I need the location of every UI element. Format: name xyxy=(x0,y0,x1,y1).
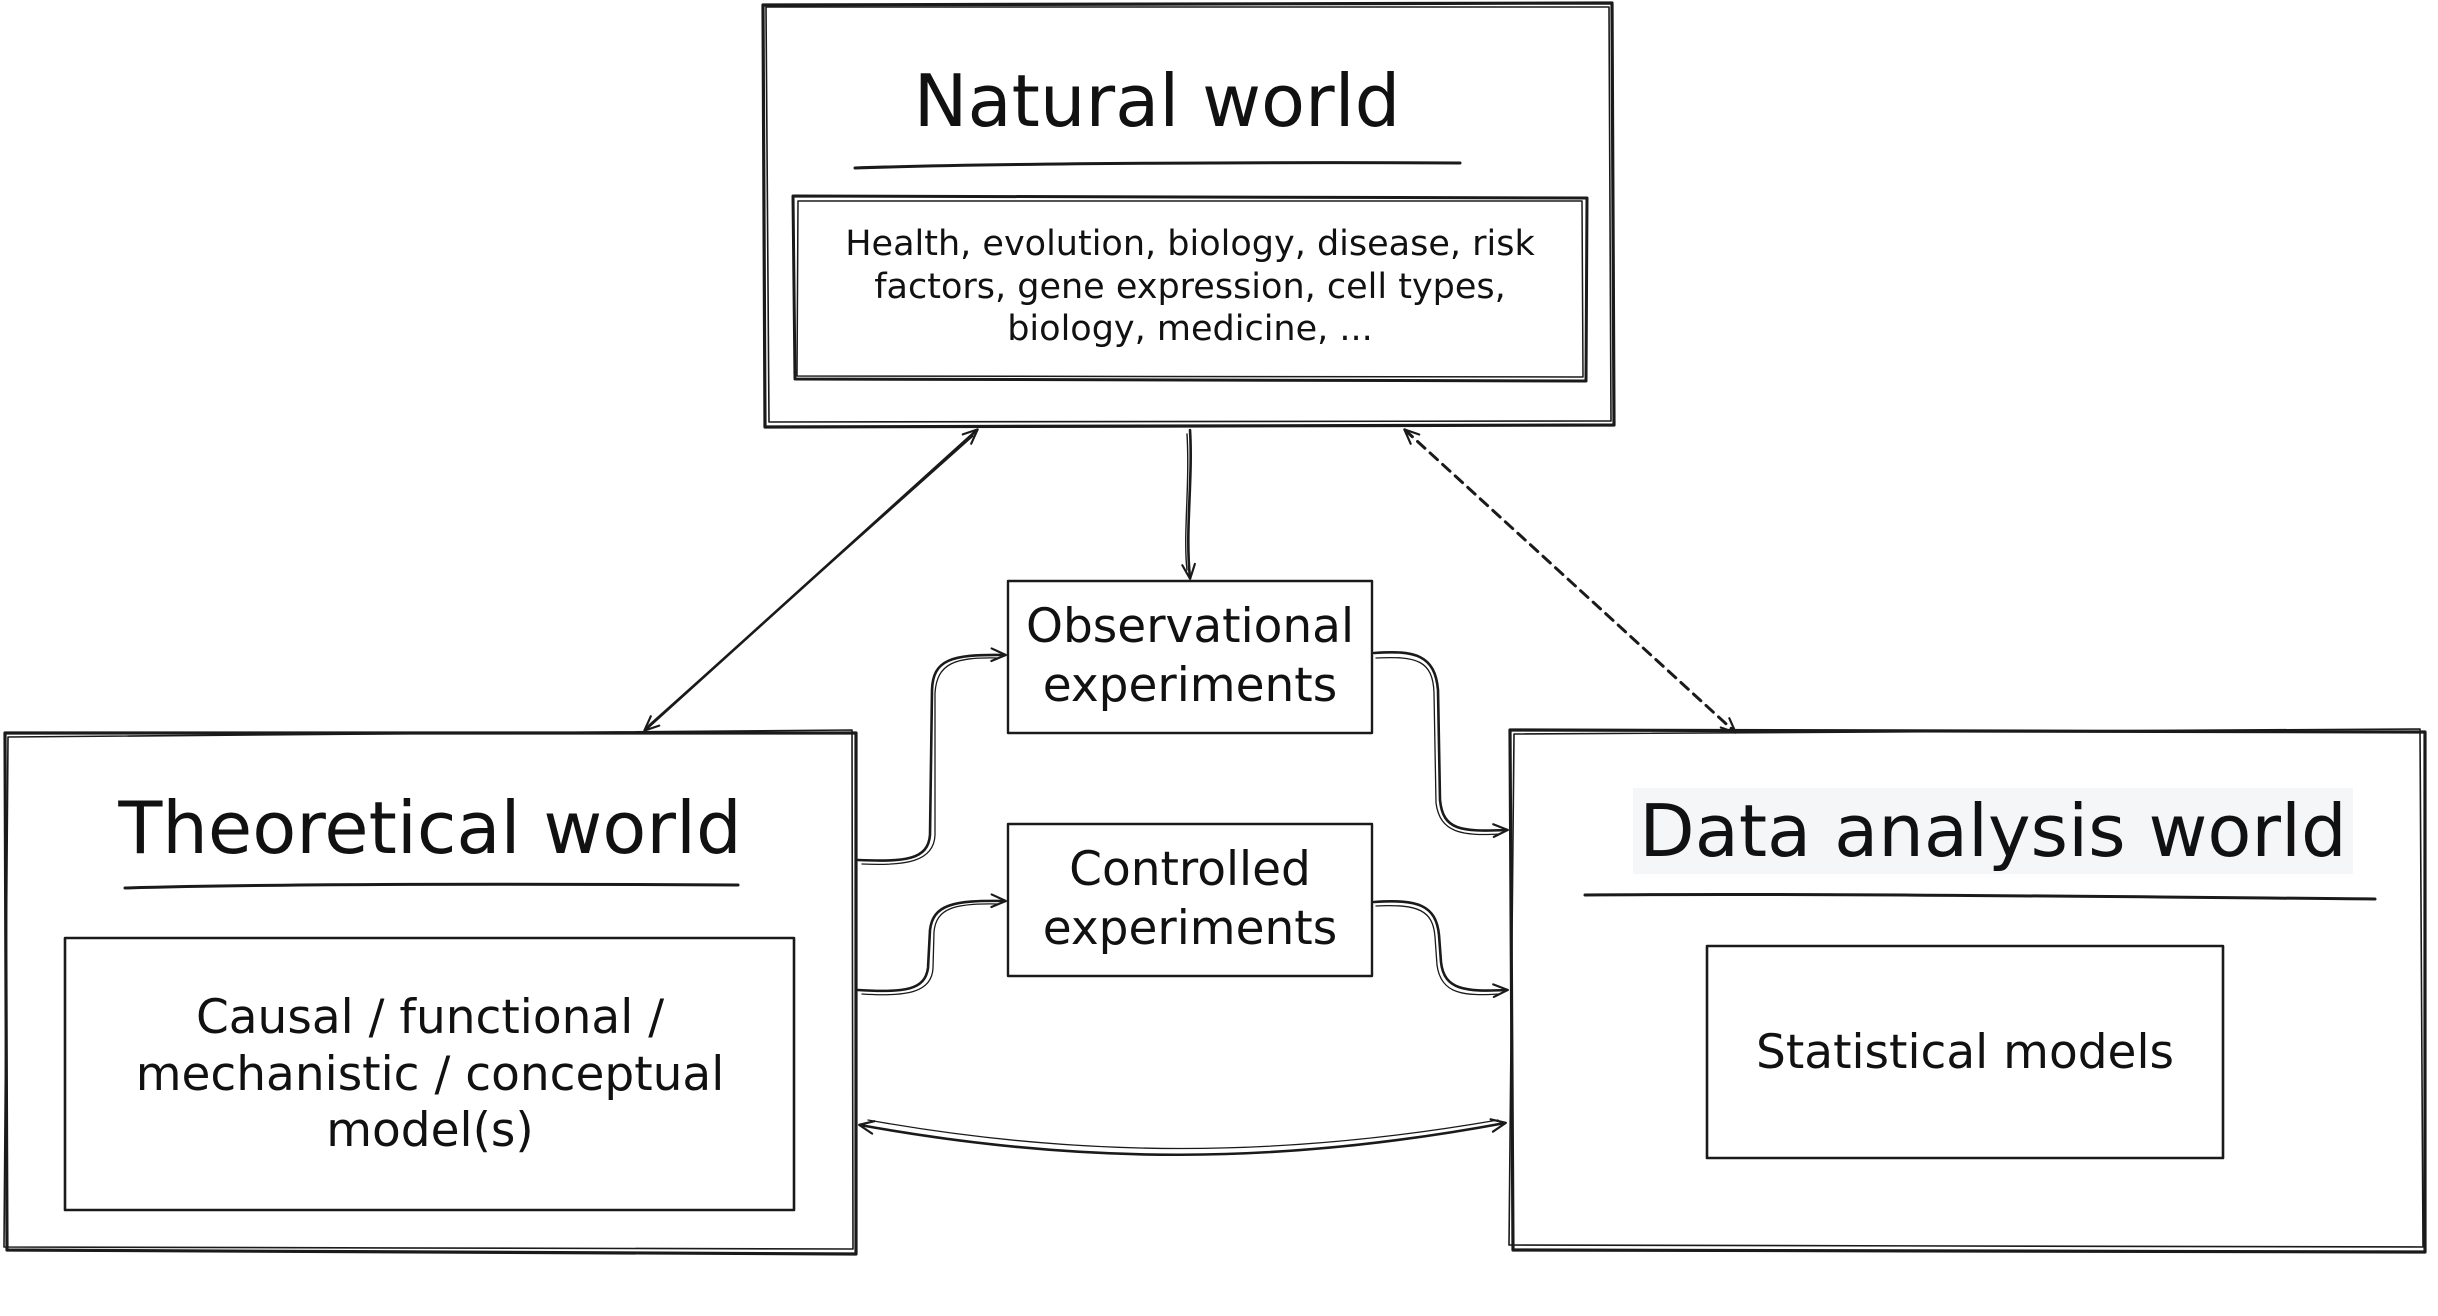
theoretical-world-content-frame xyxy=(63,936,796,1212)
data-analysis-world-content-frame xyxy=(1705,944,2225,1160)
data-analysis-world-title: Data analysis world xyxy=(1633,788,2353,874)
theoretical-world-title-underline xyxy=(123,882,740,890)
controlled-experiments-frame xyxy=(1006,822,1374,978)
theoretical-controlled-arrow xyxy=(856,893,1007,996)
natural-world-content: Health, evolution, biology, disease, ris… xyxy=(845,223,1535,350)
observational-data-analysis-arrow xyxy=(1372,651,1509,838)
natural-theoretical-arrow xyxy=(643,428,979,732)
natural-world-content-frame xyxy=(791,194,1589,383)
natural-observational-arrow xyxy=(1181,428,1196,580)
natural-data-analysis-dashed-arrow xyxy=(1403,428,1737,734)
data-analysis-world-frame xyxy=(1508,728,2427,1254)
theoretical-world-title: Theoretical world xyxy=(118,786,742,870)
controlled-experiments-label: Controlled experiments xyxy=(1042,842,1338,956)
observational-experiments-frame xyxy=(1006,579,1374,735)
data-analysis-world-content: Statistical models xyxy=(1756,1025,2174,1080)
natural-world-frame xyxy=(761,1,1616,429)
natural-world-title-underline xyxy=(853,161,1462,170)
data-analysis-world-title-underline xyxy=(1583,892,2377,901)
theoretical-data-analysis-arrow xyxy=(858,1118,1507,1157)
natural-world-title: Natural world xyxy=(913,59,1401,143)
theoretical-world-content: Causal / functional / mechanistic / conc… xyxy=(135,990,725,1159)
controlled-data-analysis-arrow xyxy=(1372,900,1509,999)
theoretical-observational-arrow xyxy=(856,647,1007,866)
observational-experiments-label: Observational experiments xyxy=(1025,599,1355,713)
theoretical-world-frame xyxy=(3,729,858,1256)
